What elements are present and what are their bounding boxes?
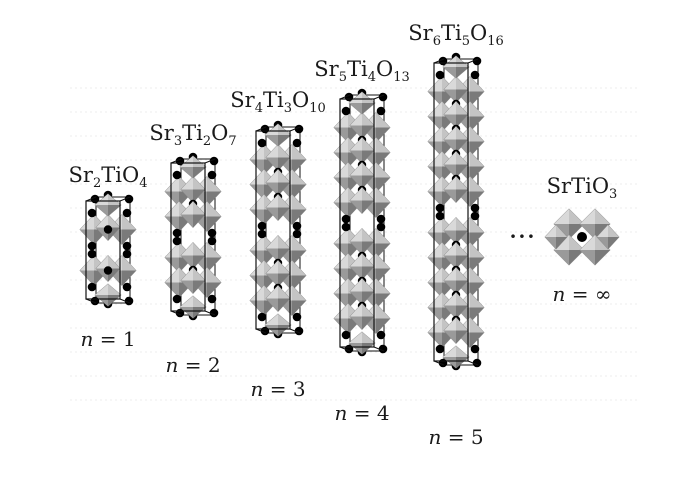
crystal-structure [427, 52, 485, 371]
structure-n4: Sr5Ti4O13 n = 4 [314, 57, 410, 425]
formula-label: Sr5Ti4O13 [314, 57, 410, 85]
structure-n5: Sr6Ti5O16 n = 5 [408, 21, 504, 449]
n-label: n = 2 [165, 353, 220, 377]
structure-n2: Sr3Ti2O7 n = 2 [149, 121, 236, 377]
crystal-structure [249, 120, 307, 339]
crystal-structure [544, 208, 620, 266]
structure-n-infinity: SrTiO3 n = ∞ [544, 174, 620, 306]
n-label: n = 3 [250, 377, 305, 401]
n-label: n = 1 [80, 327, 135, 351]
formula-label: SrTiO3 [547, 174, 618, 202]
formula-label: Sr6Ti5O16 [408, 21, 504, 49]
n-label: n = 5 [428, 425, 483, 449]
structure-n1: Sr2TiO4 n = 1 [69, 163, 148, 351]
formula-label: Sr4Ti3O10 [230, 88, 326, 116]
formula-label: Sr3Ti2O7 [149, 121, 236, 149]
crystal-structure [79, 190, 137, 309]
n-label: n = 4 [334, 401, 389, 425]
structure-n3: Sr4Ti3O10 n = 3 [230, 88, 326, 401]
n-label: n = ∞ [552, 282, 611, 306]
formula-label: Sr2TiO4 [69, 163, 148, 191]
crystal-structure [164, 152, 222, 321]
crystal-structure [333, 88, 391, 357]
ellipsis: ··· [509, 220, 536, 253]
